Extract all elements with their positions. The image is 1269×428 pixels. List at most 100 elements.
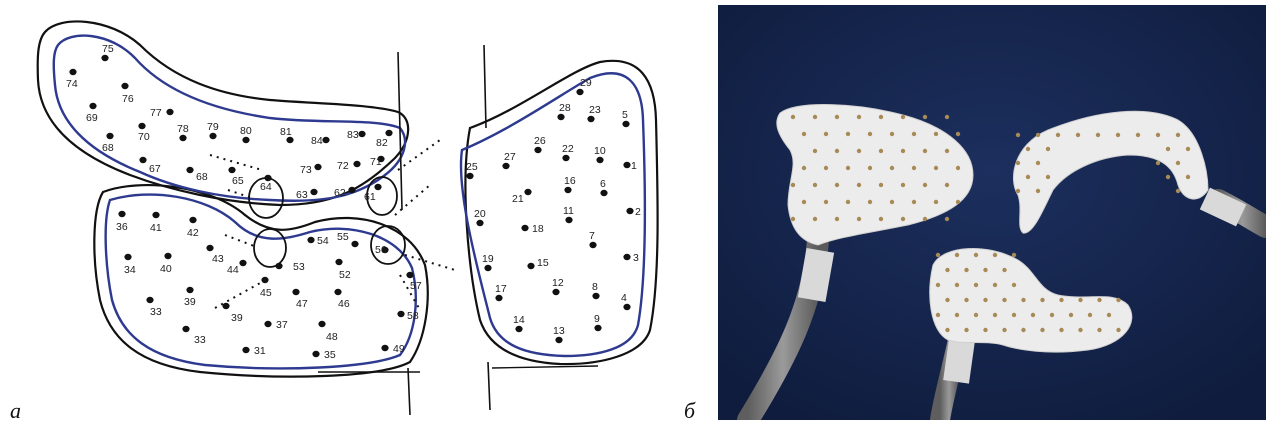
pad-electrode-dot — [955, 283, 959, 287]
pad-electrode-dot — [923, 149, 927, 153]
pad-electrode-dot — [1069, 313, 1073, 317]
pad-electrode-dot — [857, 115, 861, 119]
electrode-dot-77 — [166, 109, 173, 115]
pad-electrode-dot — [1016, 133, 1020, 137]
pad-electrode-dot — [945, 115, 949, 119]
pad-electrode-dot — [1021, 298, 1025, 302]
electrode-dot-70 — [138, 123, 145, 129]
pad-electrode-dot — [1036, 133, 1040, 137]
pad-electrode-dot — [846, 166, 850, 170]
electrode-dot-54 — [307, 237, 314, 243]
pad-electrode-dot — [802, 166, 806, 170]
electrode-layout-diagram: 7475766977707879808184838268676865647372… — [0, 0, 705, 423]
pad-electrode-dot — [1076, 133, 1080, 137]
pad-electrode-dot — [890, 166, 894, 170]
pad-electrode-dot — [879, 115, 883, 119]
electrode-dot-67 — [139, 157, 146, 163]
electrode-label-20: 20 — [474, 208, 486, 220]
pad-electrode-dot — [1012, 253, 1016, 257]
electrode-dot-33b — [182, 326, 189, 332]
electrode-label-61: 61 — [364, 191, 376, 203]
pad-electrode-dot — [956, 166, 960, 170]
electrode-label-4: 4 — [621, 292, 627, 304]
electrode-dot-7 — [589, 242, 596, 248]
pad-electrode-dot — [1016, 161, 1020, 165]
pad-electrode-dot — [1186, 175, 1190, 179]
electrode-label-22: 22 — [562, 143, 574, 155]
electrode-label-77: 77 — [150, 107, 162, 119]
electrode-label-58: 58 — [407, 310, 419, 322]
electrode-label-71: 71 — [370, 156, 382, 168]
pad-electrode-dot — [802, 200, 806, 204]
pad-electrode-dot — [912, 200, 916, 204]
pad-electrode-dot — [945, 298, 949, 302]
electrode-dot-27 — [502, 163, 509, 169]
pad-electrode-dot — [1078, 328, 1082, 332]
pad-electrode-dot — [1059, 298, 1063, 302]
electrode-label-54: 54 — [317, 235, 329, 247]
pad-electrode-dot — [835, 183, 839, 187]
electrode-dot-43 — [206, 245, 213, 251]
electrode-label-49: 49 — [393, 343, 405, 355]
electrode-dot-28 — [557, 114, 564, 120]
outline-right-inner — [461, 73, 645, 356]
pad-electrode-dot — [1166, 175, 1170, 179]
electrode-dot-6 — [600, 190, 607, 196]
pad-electrode-dot — [846, 200, 850, 204]
electrode-label-19: 19 — [482, 253, 494, 265]
electrode-dot-11 — [565, 217, 572, 223]
electrode-label-82: 82 — [376, 137, 388, 149]
electrode-dot-73 — [314, 164, 321, 170]
pad-electrode-dot — [912, 132, 916, 136]
electrode-dot-12 — [552, 289, 559, 295]
electrode-dot-41 — [152, 212, 159, 218]
pad-electrode-dot — [857, 217, 861, 221]
electrode-label-26: 26 — [534, 135, 546, 147]
pad-electrode-dot — [1156, 161, 1160, 165]
electrode-dot-47 — [292, 289, 299, 295]
electrode-dot-45 — [261, 277, 268, 283]
electrode-label-37: 37 — [276, 319, 288, 331]
electrode-label-68b: 68 — [196, 171, 208, 183]
pad-electrode-dot — [890, 200, 894, 204]
electrode-dot-3 — [623, 254, 630, 260]
pad-electrode-dot — [1016, 189, 1020, 193]
electrode-dot-2 — [626, 208, 633, 214]
electrode-dot-36 — [118, 211, 125, 217]
electrode-label-62: 62 — [334, 187, 346, 199]
electrode-label-34: 34 — [124, 264, 136, 276]
electrode-dot-23 — [587, 116, 594, 122]
pad-electrode-dot — [857, 183, 861, 187]
electrode-dot-4 — [623, 304, 630, 310]
electrode-dot-68b — [186, 167, 193, 173]
pad-electrode-dot — [993, 253, 997, 257]
pad-electrode-dot — [857, 149, 861, 153]
electrode-dot-26 — [534, 147, 541, 153]
pad-electrode-dot — [993, 313, 997, 317]
electrode-dot-16 — [564, 187, 571, 193]
electrode-label-42: 42 — [187, 227, 199, 239]
electrode-label-83: 83 — [347, 129, 359, 141]
electrode-label-81: 81 — [280, 126, 292, 138]
electrode-pads-photo-svg — [718, 5, 1266, 420]
electrode-dot-25 — [466, 173, 473, 179]
pad-electrode-dot — [945, 268, 949, 272]
electrode-label-65: 65 — [232, 175, 244, 187]
electrode-label-27: 27 — [504, 151, 516, 163]
electrode-dot-79 — [209, 133, 216, 139]
electrode-label-40: 40 — [160, 263, 172, 275]
electrode-dot-63 — [310, 189, 317, 195]
pad-electrode-dot — [1136, 133, 1140, 137]
electrode-label-25: 25 — [466, 161, 478, 173]
pad-electrode-dot — [934, 132, 938, 136]
pad-electrode-dot — [879, 217, 883, 221]
pad-electrode-dot — [945, 328, 949, 332]
electrode-label-31: 31 — [254, 345, 266, 357]
pad-electrode-dot — [964, 268, 968, 272]
pad-electrode-dot — [1056, 133, 1060, 137]
caption-a: а — [10, 398, 21, 424]
pad-electrode-dot — [1176, 189, 1180, 193]
electrode-label-56: 56 — [375, 244, 387, 256]
pad-electrode-dot — [813, 149, 817, 153]
pad-electrode-dot — [901, 149, 905, 153]
